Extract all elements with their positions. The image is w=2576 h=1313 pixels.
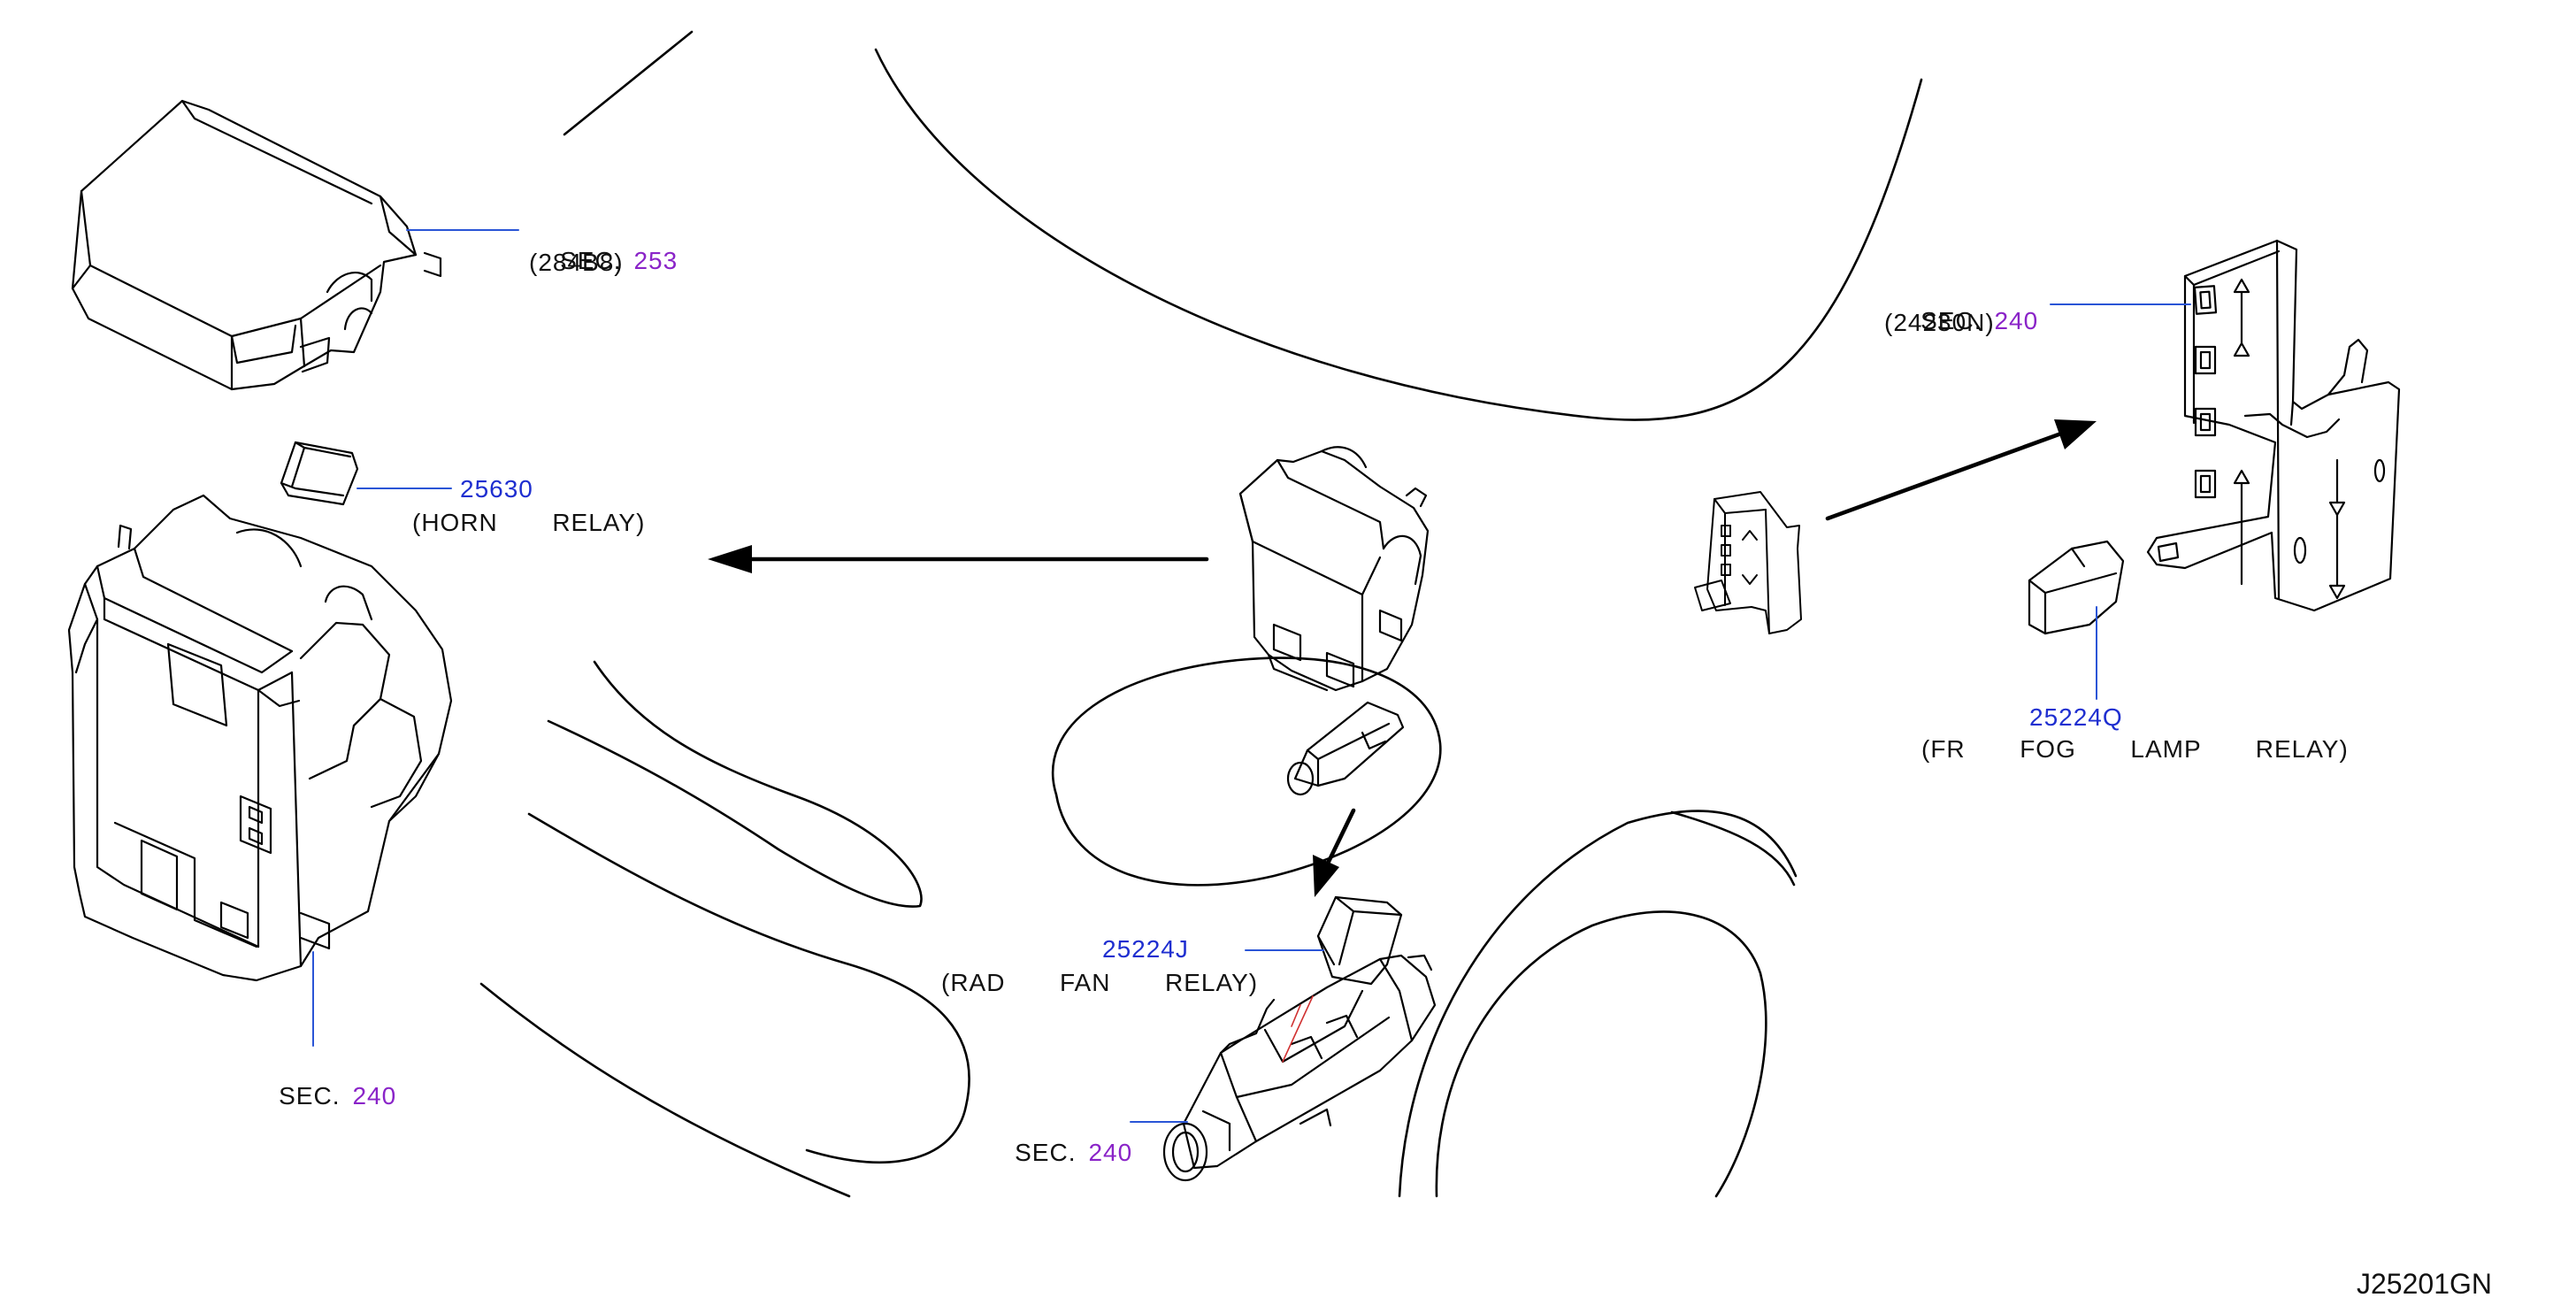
fr-fog-lamp-relay <box>2028 540 2125 635</box>
sec-number: 240 <box>1994 307 2039 334</box>
rad-relay-part-number: 25224J <box>1102 935 1189 963</box>
arrow-right-to-bracket <box>1825 419 2097 521</box>
rad-fan-relay <box>1316 895 1403 986</box>
sec-prefix: SEC. <box>1015 1139 1077 1166</box>
bracket-small <box>1694 491 1802 634</box>
callout-sec-253-sub: (284B8) <box>529 249 624 276</box>
sec-number: 253 <box>633 247 678 274</box>
arrow-down-to-rad-relay <box>1313 808 1356 897</box>
fog-relay-part-number: 25224Q <box>2029 703 2123 731</box>
relay-connector <box>1286 701 1405 796</box>
arrow-left-to-fuse-box <box>708 545 1209 573</box>
callout-sec-240-bottom: SEC. 240 <box>984 1108 1132 1198</box>
fuse-box-cover <box>71 99 442 391</box>
callout-sec-253: SEC. 253 <box>529 216 678 306</box>
rad-fan-relay-box <box>1162 954 1437 1182</box>
callout-sec-240-left: SEC. 240 <box>248 1051 396 1141</box>
callout-sec-240-right-sub: (24230N) <box>1884 309 1995 336</box>
horn-relay <box>280 441 359 506</box>
callout-sec-240-right: SEC. 240 <box>1890 276 2038 366</box>
fog-lamp-bracket <box>2146 239 2401 612</box>
body-outline <box>479 30 1923 1198</box>
sec-prefix: SEC. <box>1920 307 1982 334</box>
fuse-box <box>67 494 453 982</box>
rad-relay-name: (RAD FAN RELAY) <box>941 969 1259 996</box>
sec-number: 240 <box>352 1082 397 1110</box>
horn-relay-name: (HORN RELAY) <box>412 509 646 536</box>
fog-relay-name: (FR FOG LAMP RELAY) <box>1921 735 2349 763</box>
drawing-code: J25201GN <box>2357 1268 2492 1300</box>
sec-number: 240 <box>1088 1139 1133 1166</box>
sec-prefix: SEC. <box>560 247 622 274</box>
sec-prefix: SEC. <box>279 1082 341 1110</box>
horn-relay-part-number: 25630 <box>460 475 533 503</box>
relay-box-assembly <box>1238 446 1430 692</box>
leader-lines <box>312 229 2191 1123</box>
